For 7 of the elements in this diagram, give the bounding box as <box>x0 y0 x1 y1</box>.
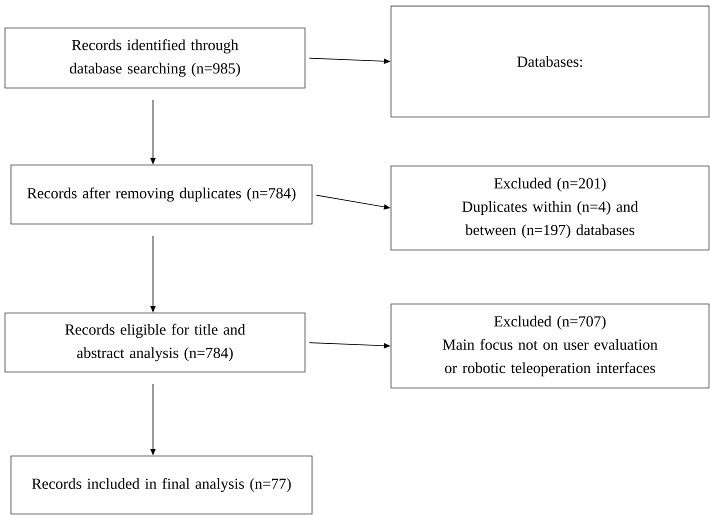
process-box: Records identified through database searching (n=985) <box>4 28 306 88</box>
process-box: Databases: <box>390 6 710 118</box>
process-box: Records eligible for title and abstract analysis (n=784) <box>4 312 306 372</box>
process-box: Records included in final analysis (n=77) <box>10 456 312 514</box>
process-box: Records after removing duplicates (n=784) <box>10 164 312 224</box>
process-box: Excluded (n=707) Main focus not on user evaluation or robotic teleoperation interfaces <box>390 304 710 388</box>
process-box: Excluded (n=201) Duplicates within (n=4) and between (n=197) databases <box>390 166 710 250</box>
